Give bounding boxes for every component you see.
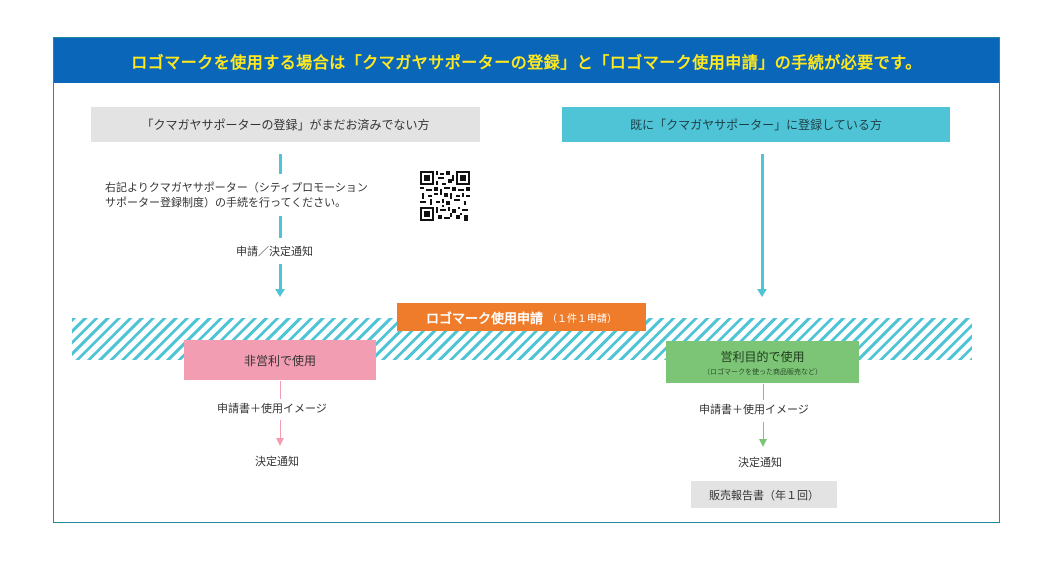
non-commercial-label: 非営利で使用 xyxy=(243,353,316,368)
commercial-line-1 xyxy=(763,384,764,400)
commercial-arrow-head xyxy=(759,439,767,447)
qr-code-icon[interactable] xyxy=(420,171,470,221)
logo-application-box: ロゴマーク使用申請 （１件１申請） xyxy=(397,303,646,331)
non-commercial-result: 決定通知 xyxy=(255,455,299,468)
non-commercial-docs: 申請書＋使用イメージ xyxy=(217,402,327,415)
banner-title: ロゴマークを使用する場合は「クマガヤサポーターの登録」と「ロゴマーク使用申請」の… xyxy=(54,38,999,83)
sales-report-box: 販売報告書（年１回） xyxy=(691,481,837,508)
non-commercial-arrow-head xyxy=(276,438,284,446)
commercial-label: 営利目的で使用 xyxy=(720,349,805,364)
logo-application-note: （１件１申請） xyxy=(547,313,617,325)
instruction-line-1: 右記よりクマガヤサポーター（シティプロモーション xyxy=(105,181,368,194)
registered-header-text: 既に「クマガヤサポーター」に登録している方 xyxy=(630,118,882,132)
non-commercial-line-1 xyxy=(280,381,281,399)
right-arrow-head xyxy=(757,289,767,297)
left-line-1 xyxy=(279,154,282,174)
registration-instruction: 右記よりクマガヤサポーター（シティプロモーション サポーター登録制度）の手続を行… xyxy=(105,180,415,210)
commercial-result: 決定通知 xyxy=(738,456,782,469)
unregistered-header: 「クマガヤサポーターの登録」がまだお済みでない方 xyxy=(91,107,480,142)
right-line xyxy=(761,154,764,290)
application-notice-label: 申請／決定通知 xyxy=(236,245,313,258)
left-line-3 xyxy=(279,264,282,290)
diagram-frame: ロゴマークを使用する場合は「クマガヤサポーターの登録」と「ロゴマーク使用申請」の… xyxy=(53,37,1000,523)
commercial-docs: 申請書＋使用イメージ xyxy=(699,403,809,416)
logo-application-title: ロゴマーク使用申請 xyxy=(425,311,543,327)
commercial-box: 営利目的で使用 （ロゴマークを使った商品販売など） xyxy=(666,341,859,383)
instruction-line-2: サポーター登録制度）の手続を行ってください。 xyxy=(105,196,347,209)
left-line-2 xyxy=(279,216,282,238)
commercial-line-2 xyxy=(763,422,764,440)
left-arrow-head xyxy=(275,289,285,297)
unregistered-header-text: 「クマガヤサポーターの登録」がまだお済みでない方 xyxy=(141,118,430,132)
sales-report-label: 販売報告書（年１回） xyxy=(709,488,819,502)
non-commercial-box: 非営利で使用 xyxy=(184,340,376,380)
registered-header: 既に「クマガヤサポーター」に登録している方 xyxy=(562,107,950,142)
non-commercial-line-2 xyxy=(280,420,281,440)
commercial-note: （ロゴマークを使った商品販売など） xyxy=(703,367,822,376)
